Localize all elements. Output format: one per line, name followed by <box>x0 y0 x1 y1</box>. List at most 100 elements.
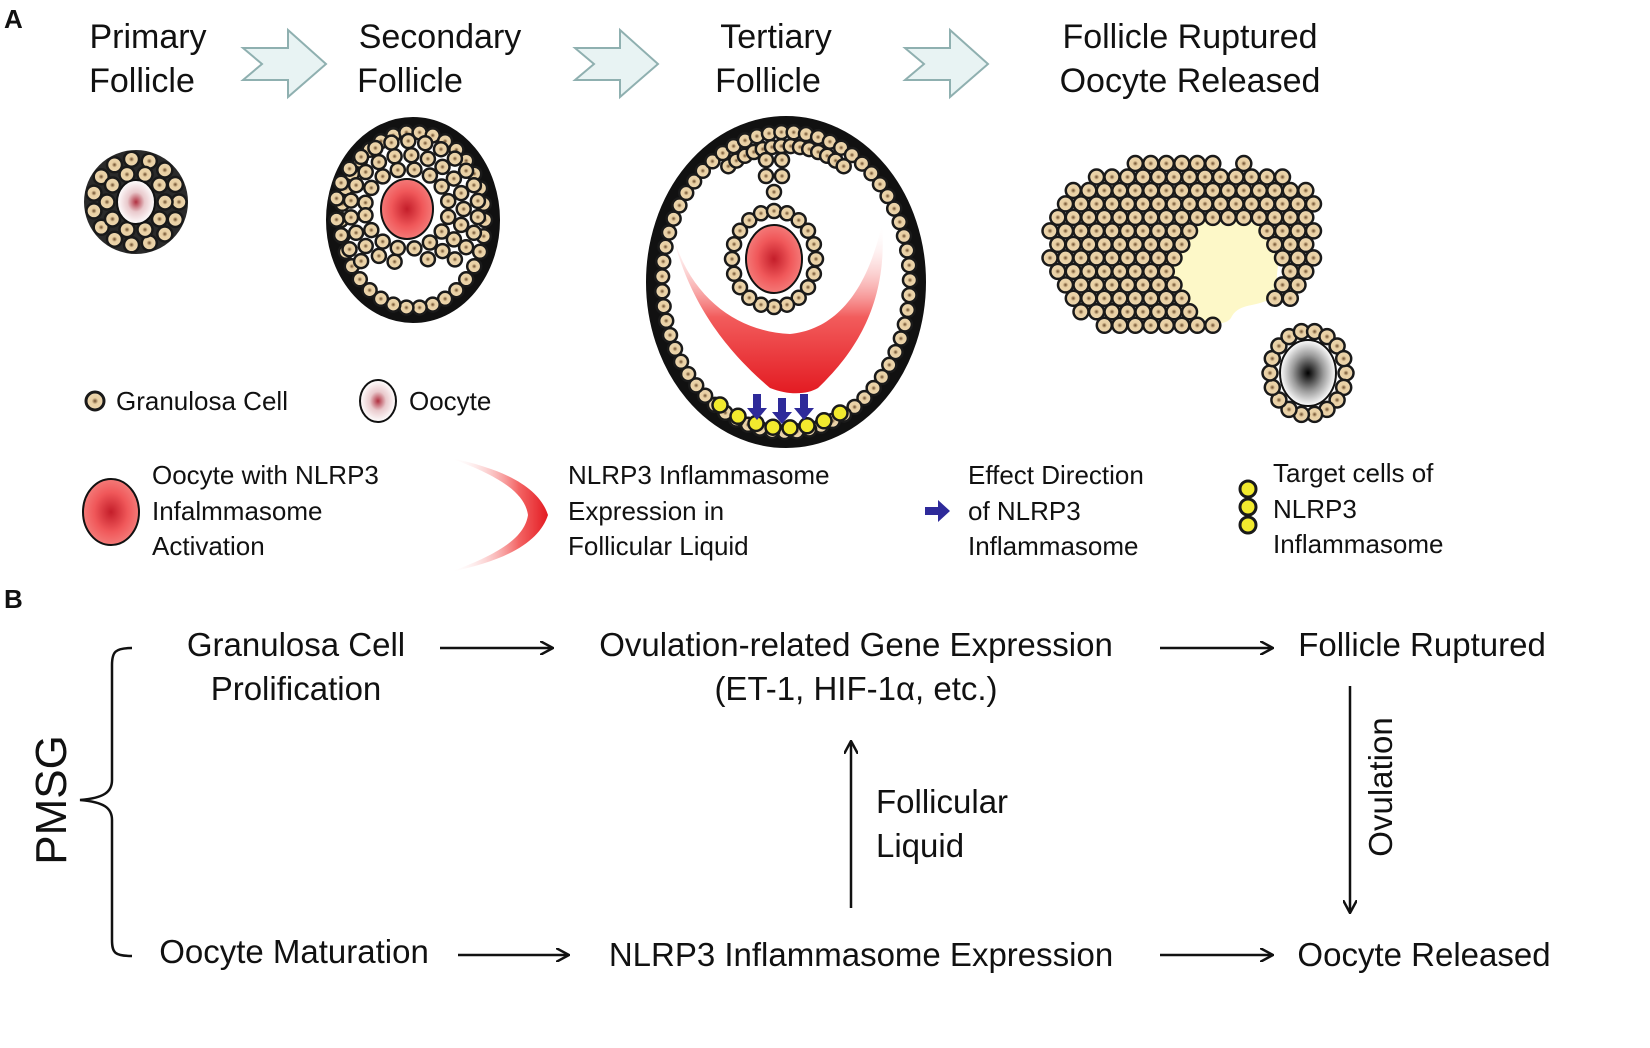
granulosa-cell <box>471 243 489 261</box>
granulosa-cell <box>446 251 464 268</box>
granulosa-cell <box>665 210 682 227</box>
stage-title-secondary: Secondary Follicle <box>357 18 521 100</box>
granulosa-cell <box>1165 249 1183 267</box>
svg-text:Follicle: Follicle <box>357 62 463 100</box>
granulosa-cell <box>865 379 882 397</box>
granulosa-cell <box>790 211 807 229</box>
node-oocyte-maturation: Oocyte Maturation <box>159 933 429 970</box>
released-oocyte <box>1279 339 1337 407</box>
granulosa-cell <box>879 187 896 205</box>
granulosa-cell <box>445 231 463 248</box>
granulosa-cell <box>332 174 350 192</box>
follicular-liquid-expression <box>672 224 883 394</box>
panel-a-letter: A <box>4 4 23 34</box>
granulosa-cell <box>805 265 823 283</box>
granulosa-cell <box>1334 349 1353 368</box>
legend-activated-oocyte: Oocyte with NLRP3 Infalmmasome Activatio… <box>82 460 379 561</box>
granulosa-cell <box>1337 364 1355 382</box>
granulosa-cell <box>328 190 345 207</box>
granulosa-cell <box>741 211 758 229</box>
legend-target-cells: Target cells of NLRP3 Inflammasome <box>1238 458 1444 559</box>
granulosa-cell <box>1180 222 1199 240</box>
granulosa-cell <box>411 299 428 316</box>
granulosa-cell <box>1188 316 1207 335</box>
granulosa-cell <box>1304 249 1323 267</box>
svg-text:NLRP3 Inflammasome: NLRP3 Inflammasome <box>568 460 830 490</box>
granulosa-cell <box>896 316 914 333</box>
granulosa-cell <box>1261 364 1279 382</box>
granulosa-cell <box>166 210 185 229</box>
svg-text:Effect Direction: Effect Direction <box>968 460 1144 490</box>
granulosa-cell <box>672 353 690 371</box>
granulosa-cell <box>901 271 919 289</box>
granulosa-cell <box>807 250 825 268</box>
svg-text:Activation: Activation <box>152 531 265 561</box>
granulosa-cell <box>103 210 122 228</box>
granulosa-cell <box>457 238 475 256</box>
granulosa-cell <box>374 168 391 185</box>
granulosa-cell <box>406 240 423 257</box>
svg-text:Granulosa Cell: Granulosa Cell <box>187 626 405 663</box>
granulosa-cell <box>156 161 174 179</box>
granulosa-cell <box>448 281 465 299</box>
granulosa-cell <box>156 225 174 243</box>
granulosa-cell <box>357 163 374 181</box>
granulosa-cell <box>122 150 141 168</box>
granulosa-cell <box>666 340 684 358</box>
svg-text:Oocyte: Oocyte <box>409 386 491 416</box>
svg-text:of NLRP3: of NLRP3 <box>968 496 1081 526</box>
secondary-cumulus-cluster <box>328 132 487 270</box>
granulosa-cell <box>1204 154 1222 173</box>
granulosa-cell <box>85 202 103 220</box>
granulosa-cell <box>398 299 415 316</box>
granulosa-cell <box>465 224 483 242</box>
granulosa-cell <box>363 221 380 239</box>
granulosa-cell <box>671 197 688 214</box>
granulosa-cell <box>103 176 122 194</box>
svg-text:Follicular: Follicular <box>876 783 1008 820</box>
granulosa-cell <box>887 343 904 361</box>
svg-text:NLRP3: NLRP3 <box>1273 494 1357 524</box>
svg-text:Follicle Ruptured: Follicle Ruptured <box>1062 18 1317 56</box>
granulosa-cell <box>757 151 775 169</box>
granulosa-cell <box>853 155 871 172</box>
svg-text:Follicle: Follicle <box>89 62 195 100</box>
granulosa-cell <box>406 161 423 178</box>
svg-text:Tertiary: Tertiary <box>720 18 831 56</box>
granulosa-cell <box>403 146 420 164</box>
granulosa-cell <box>898 242 916 259</box>
stage-arrow-1 <box>240 27 328 100</box>
granulosa-cell <box>328 211 345 228</box>
granulosa-cell <box>1266 289 1284 308</box>
node-granulosa-proliferation: Granulosa Cell Prolification <box>187 626 405 707</box>
legend-oocyte: Oocyte <box>359 379 491 423</box>
granulosa-cell <box>773 167 791 185</box>
granulosa-cell <box>1157 316 1176 335</box>
granulosa-cell <box>342 192 360 209</box>
granulosa-cell <box>424 296 441 313</box>
granulosa-cell <box>439 208 457 226</box>
granulosa-cell <box>361 281 378 299</box>
granulosa-cell <box>386 148 403 165</box>
granulosa-cell <box>1173 316 1191 335</box>
granulosa-cell <box>660 224 678 241</box>
node-oocyte-released: Oocyte Released <box>1297 936 1550 973</box>
granulosa-cell <box>1273 168 1292 186</box>
granulosa-cell <box>446 150 464 167</box>
granulosa-cell <box>367 139 384 157</box>
granulosa-cell <box>677 184 695 202</box>
granulosa-cell <box>1297 208 1315 227</box>
granulosa-cell <box>465 258 483 275</box>
granulosa-cell <box>469 208 487 226</box>
legend-effect-direction: Effect Direction of NLRP3 Inflammasome <box>925 460 1144 561</box>
granulosa-cell <box>122 236 141 254</box>
granulosa-cell <box>1263 378 1282 397</box>
svg-text:Inflammasome: Inflammasome <box>968 531 1139 561</box>
svg-text:Follicular Liquid: Follicular Liquid <box>568 531 749 561</box>
granulosa-cell <box>419 150 437 168</box>
granulosa-cell <box>1297 235 1315 254</box>
granulosa-cell <box>1157 262 1176 281</box>
pmsg-bracket <box>79 646 133 958</box>
granulosa-cell <box>374 233 391 250</box>
